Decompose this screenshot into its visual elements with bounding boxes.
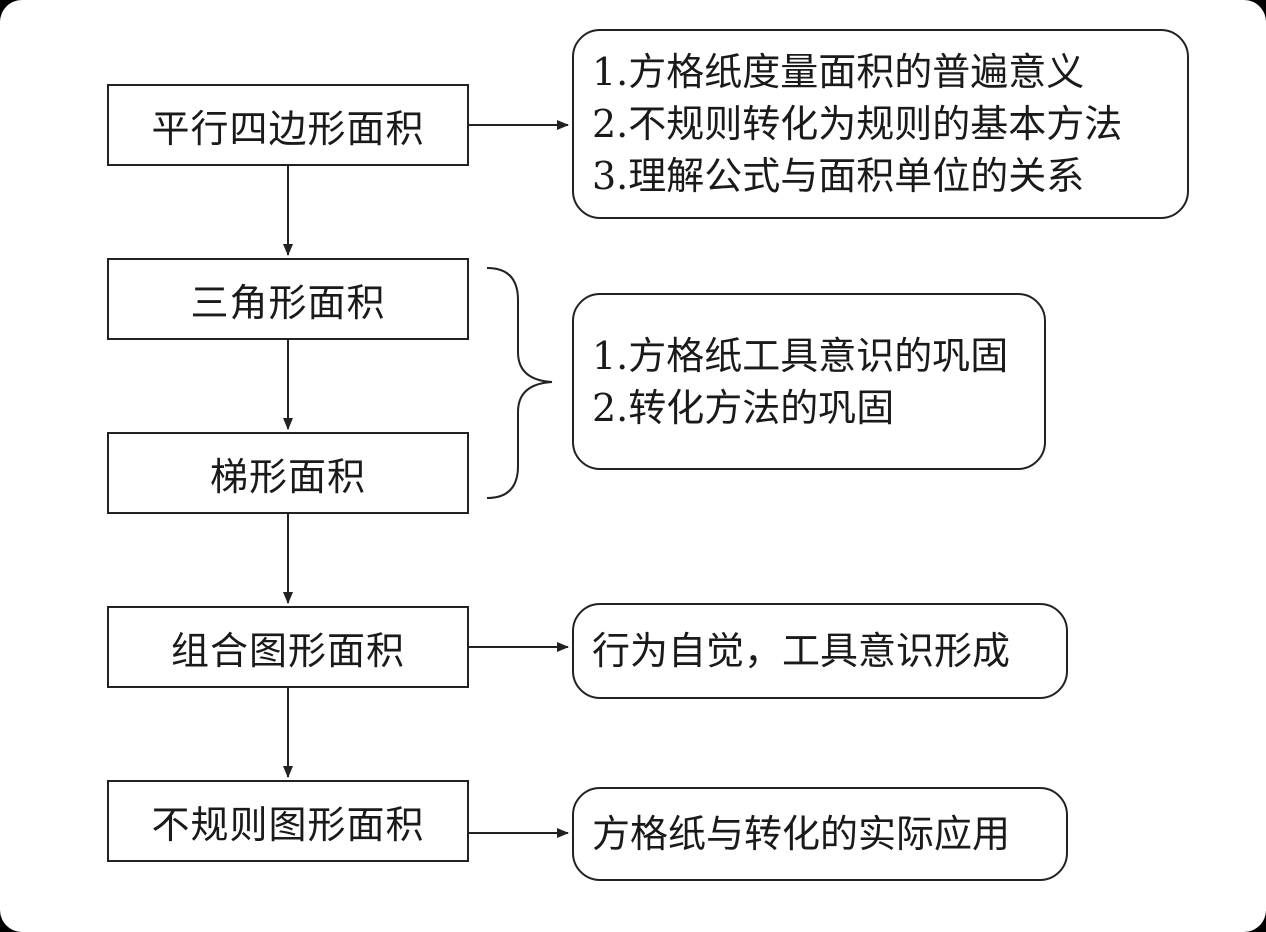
note-line: 行为自觉，工具意识形成 — [592, 629, 1011, 673]
note-line: 2.转化方法的巩固 — [592, 385, 895, 430]
note-line: 1.方格纸度量面积的普遍意义 — [592, 50, 1085, 94]
note-irregular: 方格纸与转化的实际应用 — [572, 787, 1068, 881]
note-line: 方格纸与转化的实际应用 — [592, 812, 1011, 856]
note-triangle-trapezoid: 1.方格纸工具意识的巩固 2.转化方法的巩固 — [572, 293, 1046, 470]
step-parallelogram-area: 平行四边形面积 — [107, 84, 469, 166]
step-trapezoid-area: 梯形面积 — [107, 432, 469, 514]
step-irregular-figure-area: 不规则图形面积 — [107, 780, 469, 862]
step-composite-figure-area: 组合图形面积 — [107, 606, 469, 688]
note-parallelogram: 1.方格纸度量面积的普遍意义 2.不规则转化为规则的基本方法 3.理解公式与面积… — [572, 29, 1189, 219]
note-line: 1.方格纸工具意识的巩固 — [592, 333, 1009, 378]
brace-step2-step3 — [486, 267, 553, 499]
note-line: 3.理解公式与面积单位的关系 — [592, 154, 1085, 198]
note-composite: 行为自觉，工具意识形成 — [572, 603, 1068, 699]
step-triangle-area: 三角形面积 — [107, 258, 469, 340]
note-line: 2.不规则转化为规则的基本方法 — [592, 102, 1123, 146]
